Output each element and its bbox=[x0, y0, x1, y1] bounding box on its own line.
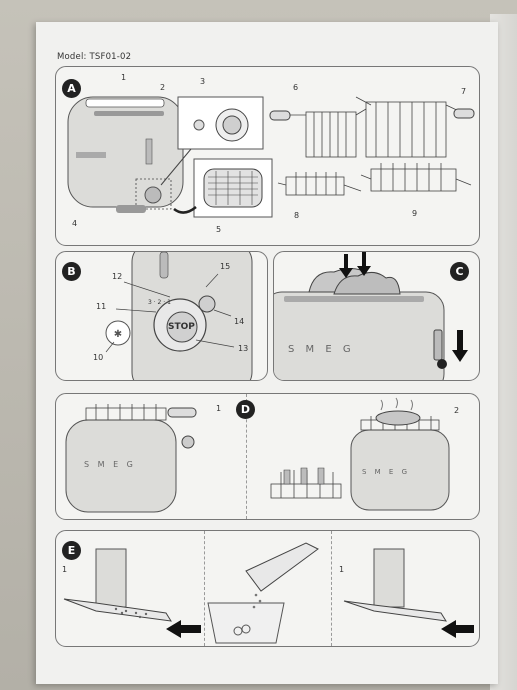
callout-a3: 3 bbox=[200, 77, 206, 86]
callout-a5: 5 bbox=[216, 225, 222, 234]
callout-a2: 2 bbox=[160, 83, 166, 92]
panel-b-illustration: ✱ bbox=[105, 252, 253, 380]
callout-a9: 9 bbox=[412, 209, 418, 218]
callout-b13: 13 bbox=[238, 344, 249, 353]
panel-a-illustration bbox=[67, 96, 475, 218]
callout-e1-right: 1 bbox=[339, 565, 345, 574]
callout-d1: 1 bbox=[216, 404, 222, 413]
panel-c-brand: S M E G bbox=[288, 344, 355, 355]
panel-e-badge: E bbox=[62, 541, 81, 560]
panel-e-divider-1 bbox=[204, 531, 205, 646]
callout-e1-left: 1 bbox=[62, 565, 68, 574]
panel-d-divider bbox=[246, 394, 247, 519]
panel-c-illustration bbox=[274, 252, 468, 380]
panel-b: B ✱ STOP 3 · 2 · 1 10 11 12 13 14 15 bbox=[55, 251, 268, 381]
panel-d: D S M E G bbox=[55, 393, 480, 520]
panel-d-brand-left: S M E G bbox=[84, 460, 136, 469]
callout-b11: 11 bbox=[96, 302, 107, 311]
callout-a8: 8 bbox=[294, 211, 300, 220]
panel-a-badge: A bbox=[62, 79, 81, 98]
callout-d2: 2 bbox=[454, 406, 460, 415]
dial-stop-text: STOP bbox=[168, 322, 195, 332]
panel-c: C S M E G bbox=[273, 251, 480, 381]
dial-ticks: 3 · 2 · 1 bbox=[148, 299, 171, 306]
callout-a7: 7 bbox=[461, 87, 467, 96]
svg-text:✱: ✱ bbox=[114, 329, 122, 340]
panel-e-divider-2 bbox=[331, 531, 332, 646]
panel-e-illustration bbox=[63, 542, 474, 644]
callout-b15: 15 bbox=[220, 262, 231, 271]
panel-b-badge: B bbox=[62, 262, 81, 281]
panel-e: E 1 1 bbox=[55, 530, 480, 647]
callout-a6: 6 bbox=[293, 83, 299, 92]
callout-b10: 10 bbox=[93, 353, 104, 362]
panel-a: A bbox=[55, 66, 480, 246]
callout-a1: 1 bbox=[121, 73, 127, 82]
callout-b14: 14 bbox=[234, 317, 245, 326]
panel-d-illustration bbox=[65, 397, 450, 513]
panel-d-badge: D bbox=[236, 400, 255, 419]
model-label: Model: TSF01-02 bbox=[57, 52, 132, 62]
panel-c-badge: C bbox=[450, 262, 469, 281]
callout-a4: 4 bbox=[72, 219, 78, 228]
panel-d-brand-right: S M E G bbox=[362, 468, 411, 476]
callout-b12: 12 bbox=[112, 272, 123, 281]
